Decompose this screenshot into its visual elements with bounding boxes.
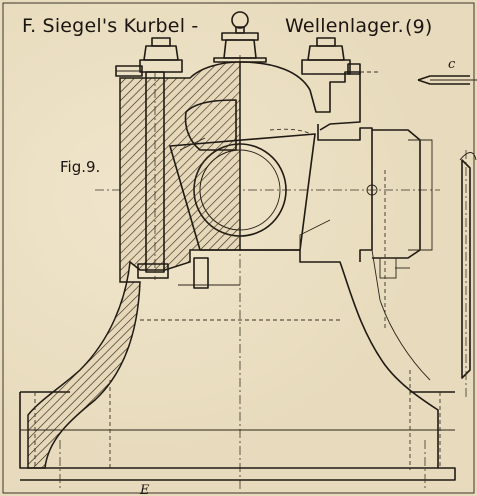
side-letter: c — [448, 57, 456, 72]
title-right: Wellenlager. — [285, 15, 404, 37]
bottom-letter: E — [139, 483, 150, 496]
figure-label: Fig.9. — [60, 158, 100, 176]
oiler-cap — [213, 11, 267, 63]
title-left: F. Siegel's Kurbel - — [22, 15, 198, 37]
section-arrow — [417, 75, 477, 85]
right-partial-view — [459, 150, 477, 400]
left-cap-nut — [115, 37, 183, 77]
right-cap-nut — [301, 37, 380, 75]
base-foot — [19, 391, 456, 490]
shell-crescent — [193, 143, 241, 237]
lower-bolt-nut — [137, 257, 240, 289]
bearing-cap-outline — [239, 61, 361, 131]
plate-number: (9) — [405, 16, 433, 38]
side-elevation — [317, 124, 433, 381]
right-bell-outline — [240, 249, 439, 468]
